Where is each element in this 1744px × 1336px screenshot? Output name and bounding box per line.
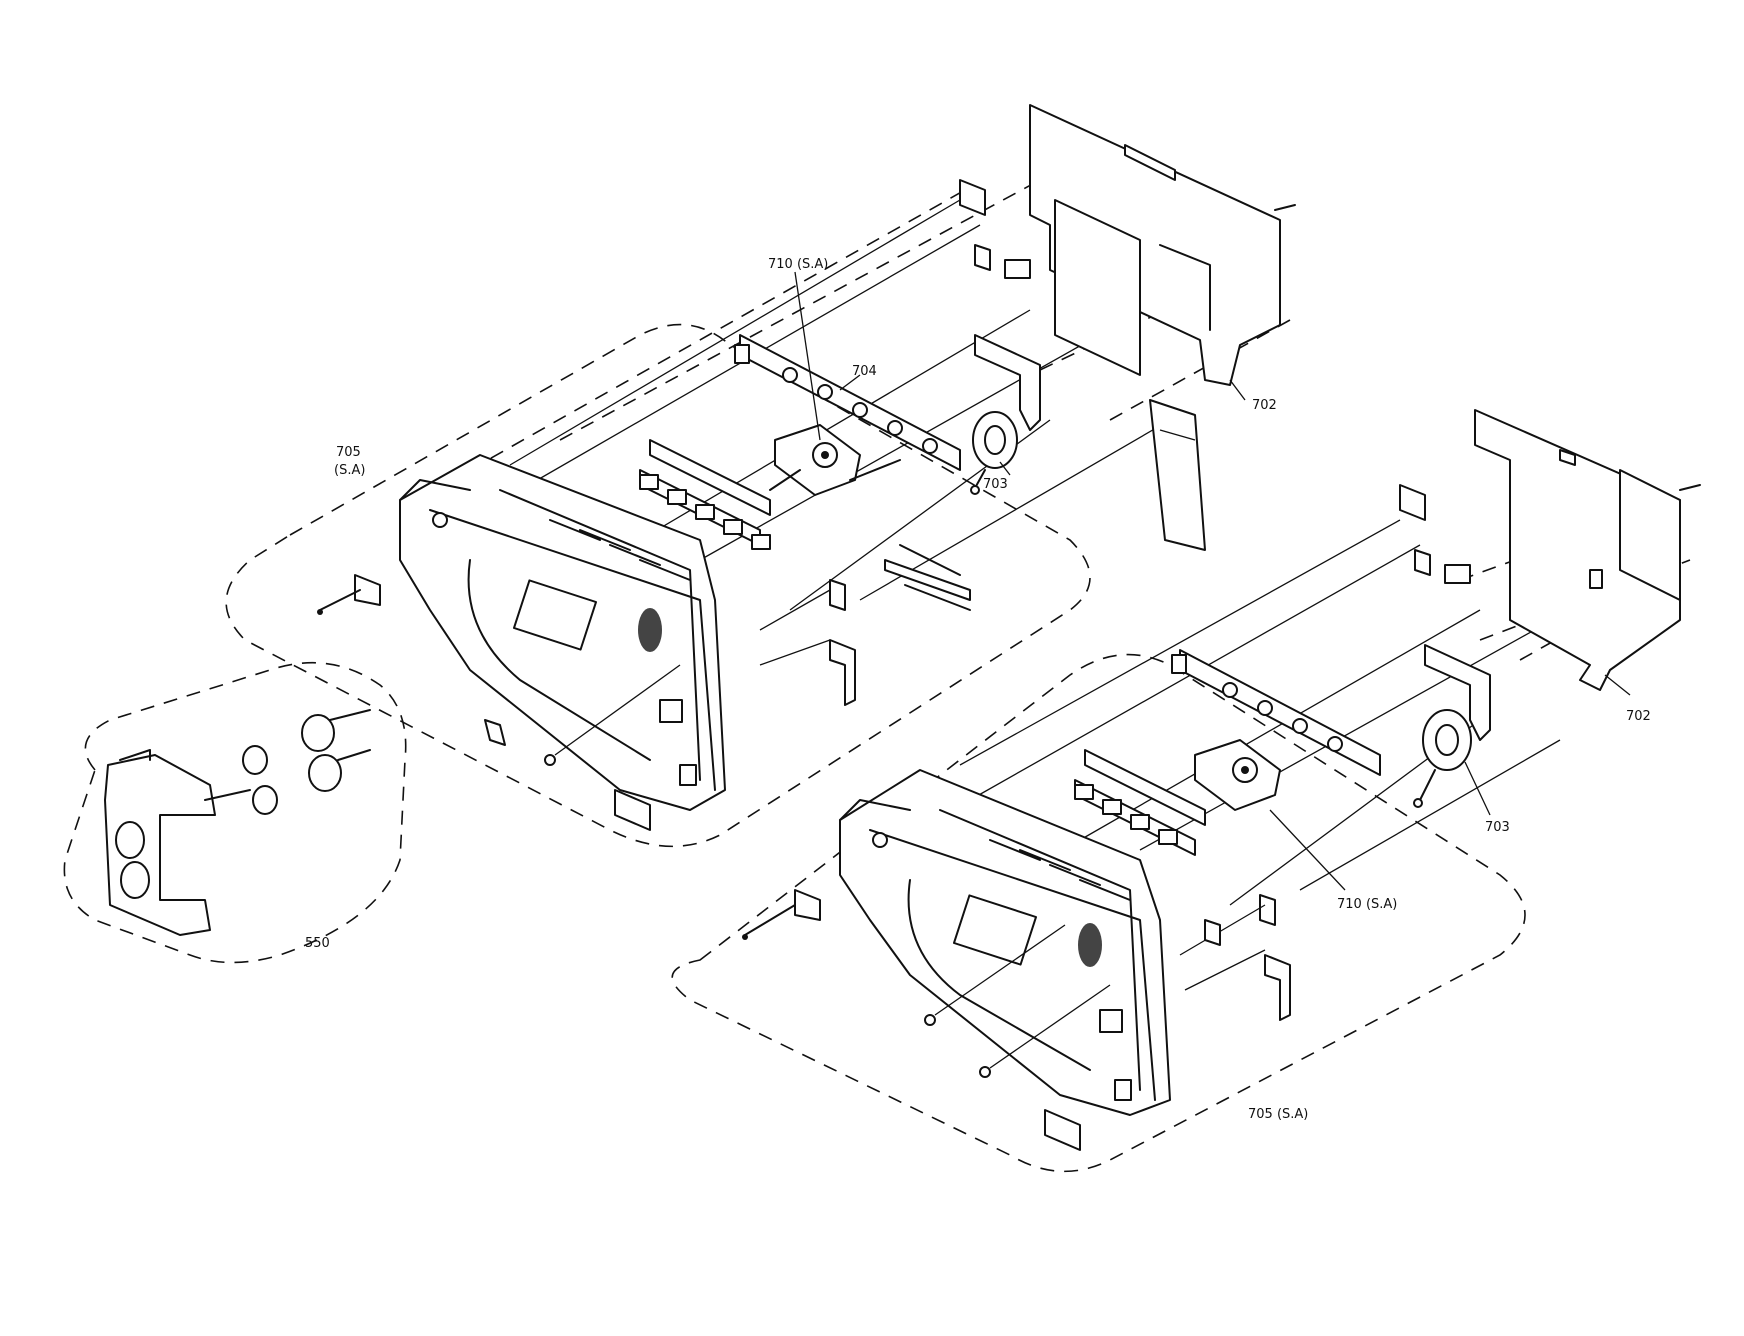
label-lower-703: 703 [1485, 820, 1510, 835]
upper-right-bracket [974, 334, 1041, 431]
lower-front-chassis [839, 769, 1171, 1116]
lower-705-dashed-region [671, 653, 1526, 1173]
upper-ribbon-cable [1149, 399, 1206, 551]
part-550-group [63, 661, 407, 964]
upper-leader-710 [794, 271, 821, 441]
lower-module-710 [1194, 739, 1281, 811]
label-upper-703: 703 [983, 477, 1008, 492]
lower-keypad [1171, 649, 1381, 776]
label-lower-710: 710 (S.A) [1337, 897, 1397, 912]
upper-dial-703 [970, 411, 1018, 495]
label-upper-710: 710 (S.A) [768, 257, 828, 272]
lower-board-702 [1399, 409, 1701, 691]
lower-dial-703 [1413, 709, 1472, 808]
lower-key-rows [1074, 749, 1206, 856]
lower-right-bracket [1424, 644, 1491, 741]
upper-705-dashed-region [225, 323, 1091, 848]
lower-leader-703 [1464, 761, 1491, 816]
lower-leader-702 [1604, 674, 1631, 696]
part-550 [104, 749, 216, 936]
lower-small-parts [742, 889, 1291, 1151]
lower-leader-710 [1269, 809, 1346, 891]
lower-assembly [671, 409, 1701, 1173]
upper-keypad-704 [734, 334, 961, 471]
upper-leader-703 [999, 461, 1011, 476]
label-lower-702: 702 [1626, 709, 1651, 724]
upper-assembly [225, 104, 1296, 848]
upper-small-parts [317, 544, 971, 831]
label-upper-702: 702 [1252, 398, 1277, 413]
label-upper-704: 704 [852, 364, 877, 379]
upper-key-rows [639, 439, 771, 550]
label-lower-705: 705 (S.A) [1248, 1107, 1308, 1122]
upper-board-702 [959, 104, 1296, 386]
label-upper-705-line1: 705 [336, 445, 361, 460]
part-550-rings [204, 709, 371, 815]
upper-front-chassis [399, 454, 726, 811]
upper-leader-702 [1229, 379, 1246, 401]
part-550-dashed-region [63, 661, 407, 964]
label-part-550: 550 [305, 936, 330, 951]
upper-module-710 [769, 424, 901, 496]
label-upper-705-line2: (S.A) [334, 463, 365, 478]
upper-leader-704 [839, 374, 861, 391]
